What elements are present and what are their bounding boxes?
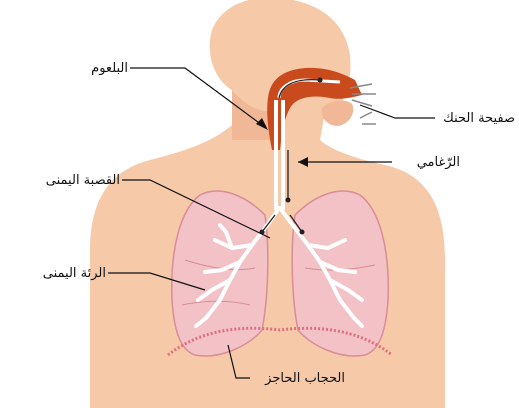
air-flow-mouth-icon <box>360 112 376 124</box>
airflow-dot <box>286 198 291 203</box>
trachea-label: الرّغامي <box>417 155 460 170</box>
airflow-dot <box>318 78 323 83</box>
torso-shape <box>90 0 445 408</box>
airflow-dot <box>300 230 305 235</box>
left-lung-shape <box>292 191 388 356</box>
soft-palate-leader <box>360 105 435 118</box>
soft-palate-label: صفيحة الحنك <box>443 111 515 126</box>
right-bronchus-label: القصبة اليمنى <box>46 173 120 188</box>
body-silhouette <box>90 0 445 408</box>
right-lung-label: الرئة اليمنى <box>43 266 106 281</box>
pharynx-label: البلعوم <box>91 61 128 76</box>
diaphragm-label: الحجاب الحاجز <box>264 371 345 386</box>
